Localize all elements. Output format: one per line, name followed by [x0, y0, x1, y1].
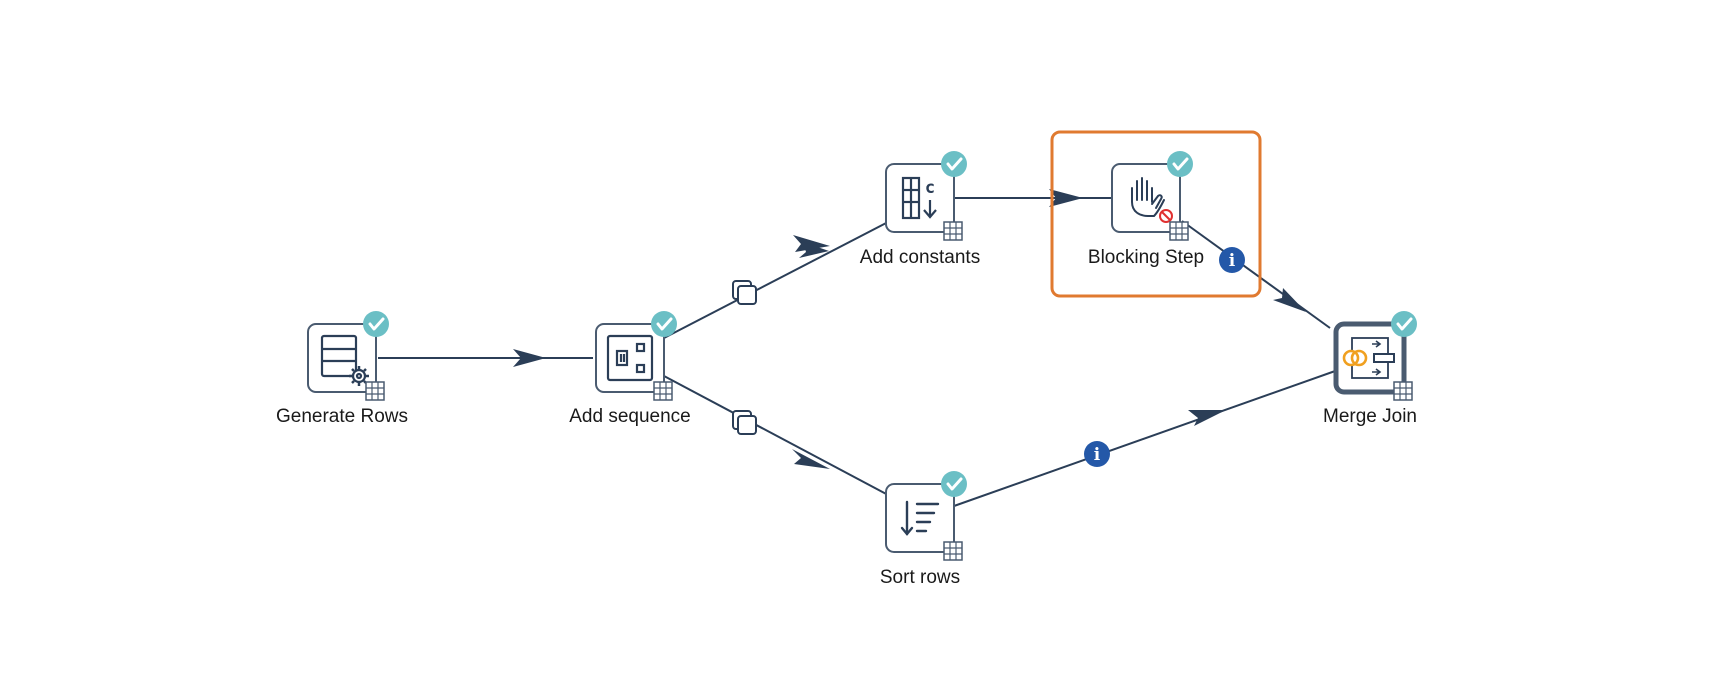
hop-generate-rows-to-add-sequence-arrow	[513, 349, 546, 367]
step-add-sequence[interactable]: Add sequence	[569, 311, 691, 427]
hop-blocking-step-to-merge-join[interactable]	[1181, 220, 1331, 329]
add-constants-icon	[901, 176, 937, 220]
table-grid-icon	[943, 541, 963, 561]
info-icon[interactable]: i	[1219, 247, 1245, 273]
copy-rows-icon[interactable]	[732, 280, 757, 305]
check-icon	[363, 311, 389, 337]
arrowhead-merge-join-bottom	[1188, 410, 1226, 426]
svg-text:i: i	[1229, 251, 1236, 271]
step-add-constants[interactable]: c Add constants	[860, 151, 980, 268]
step-label: Sort rows	[880, 567, 960, 588]
hops-layer	[378, 197, 1339, 507]
svg-text:i: i	[1094, 445, 1101, 465]
step-label: Add constants	[860, 247, 980, 268]
check-icon	[651, 311, 677, 337]
step-generate-rows[interactable]: Generate Rows	[276, 311, 408, 427]
blocking-step-highlight	[1050, 130, 1262, 298]
step-box	[885, 483, 955, 553]
table-grid-icon	[653, 381, 673, 401]
step-label: Merge Join	[1323, 406, 1417, 427]
check-icon	[941, 471, 967, 497]
arrowhead-merge-join-top	[1273, 288, 1306, 312]
arrowhead-blocking-step	[1049, 189, 1083, 207]
check-icon	[941, 151, 967, 177]
step-label: Add sequence	[569, 406, 691, 427]
arrowhead-sort-rows	[792, 449, 830, 469]
info-icon[interactable]: i	[1084, 441, 1110, 467]
check-icon	[1167, 151, 1193, 177]
step-merge-join[interactable]: Merge Join	[1323, 311, 1417, 427]
step-box	[1333, 321, 1407, 395]
add-sequence-icon	[606, 334, 654, 382]
table-grid-icon	[365, 381, 385, 401]
step-label: Generate Rows	[276, 406, 408, 427]
table-grid-icon	[943, 221, 963, 241]
check-icon	[1391, 311, 1417, 337]
hop-add-sequence-to-add-constants[interactable]	[663, 220, 891, 339]
sort-rows-icon	[900, 500, 940, 536]
hop-arrowheads	[792, 189, 1306, 469]
table-grid-icon	[1393, 381, 1413, 401]
merge-join-icon	[1342, 337, 1395, 379]
step-label: Blocking Step	[1088, 247, 1204, 268]
no-entry-icon	[1159, 209, 1173, 223]
arrowhead-add-constants	[793, 235, 830, 252]
hop-sort-rows-to-merge-join[interactable]	[953, 369, 1339, 507]
copy-rows-icon[interactable]	[732, 410, 757, 435]
constant-c-glyph: c	[925, 178, 935, 198]
blocking-step-icon	[1131, 177, 1165, 217]
step-blocking-step[interactable]: Blocking Step	[1088, 151, 1204, 268]
step-sort-rows[interactable]: Sort rows	[880, 471, 967, 588]
hop-add-sequence-to-sort-rows[interactable]	[663, 375, 891, 497]
generate-rows-icon	[320, 334, 369, 386]
table-grid-icon	[1169, 221, 1189, 241]
step-box	[595, 323, 665, 393]
